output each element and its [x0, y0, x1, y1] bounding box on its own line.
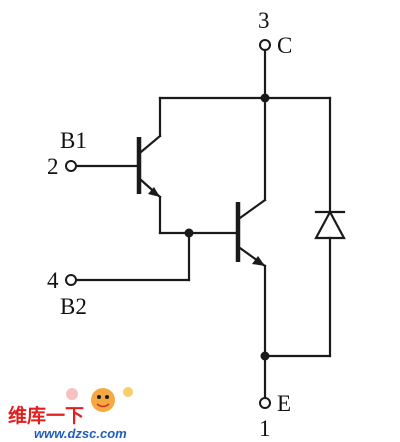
emitter-pin-name: E	[277, 391, 291, 416]
base1-terminal-circle	[65, 160, 77, 172]
base1-terminal: B1 2	[47, 128, 87, 179]
q1-emitter-arrow	[148, 187, 160, 197]
watermark-logo-text: 维库一下	[8, 404, 84, 427]
q1-collector-leg	[139, 134, 162, 154]
collector-terminal-circle	[259, 39, 271, 51]
collector-pin-number: 3	[258, 8, 270, 33]
emitter-bus	[260, 351, 332, 400]
q2-emitter-arrow	[252, 256, 265, 266]
base2-pin-name: B2	[60, 294, 87, 319]
mascot-icon	[91, 388, 115, 412]
q1-q2-interconnect	[74, 228, 238, 282]
watermark-url: www.dzsc.com	[34, 426, 127, 441]
transistor-q2	[235, 96, 267, 358]
emitter-terminal: E 1	[259, 391, 291, 441]
watermark-logo: 维库一下 www.dzsc.com	[8, 387, 133, 441]
base2-terminal: 4 B2	[47, 268, 87, 319]
collector-bus	[158, 48, 332, 103]
emitter-terminal-circle	[259, 397, 271, 409]
emitter-pin-number: 1	[259, 416, 271, 441]
collector-pin-name: C	[277, 33, 292, 58]
base2-terminal-circle	[65, 274, 77, 286]
base2-pin-number: 4	[47, 268, 59, 293]
base1-pin-number: 2	[47, 154, 59, 179]
q2-collector-leg	[238, 198, 267, 220]
sparkle-icon	[123, 387, 133, 397]
transistor-q1	[74, 96, 162, 235]
base1-pin-name: B1	[60, 128, 87, 153]
collector-terminal: 3 C	[258, 8, 292, 58]
diode-triangle	[314, 209, 346, 240]
freewheel-diode	[314, 96, 346, 358]
